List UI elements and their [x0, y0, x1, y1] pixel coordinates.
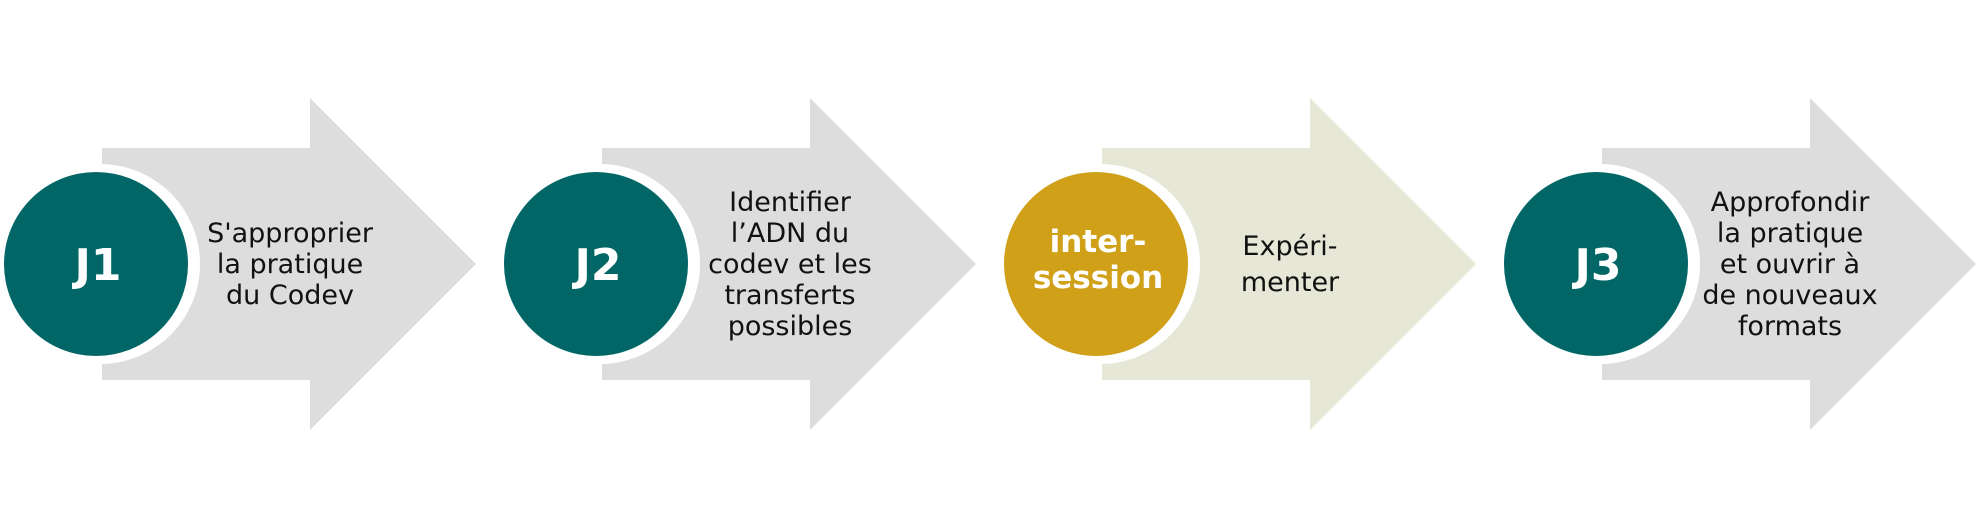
step-text-line: la pratique	[217, 249, 363, 280]
circle-label: J3	[1572, 240, 1622, 291]
circle-label-line: J3	[1572, 240, 1622, 291]
circle-label-line: J1	[72, 240, 122, 291]
step-text-line: transferts	[724, 280, 855, 311]
circle-label-line: J2	[572, 240, 622, 291]
circle-label-line: session	[1033, 260, 1163, 296]
circle-label: J2	[572, 240, 622, 291]
circle-label: J1	[72, 240, 122, 291]
step-circle	[4, 172, 188, 356]
step-arrow	[1102, 98, 1476, 430]
step-text-line: de nouveaux	[1702, 280, 1877, 311]
step-text-line: possibles	[728, 311, 853, 342]
step-text-line: codev et les	[708, 249, 872, 280]
step-text-line: formats	[1738, 311, 1842, 342]
step-3: inter-session Expéri-menter	[1000, 98, 1476, 430]
step-text-line: Identifier	[729, 187, 852, 218]
step-arrow	[102, 98, 476, 430]
step-text-line: du Codev	[226, 280, 354, 311]
step-circle	[504, 172, 688, 356]
step-text-line: menter	[1241, 267, 1340, 298]
step-text: Expéri-menter	[1241, 231, 1340, 298]
step-text-line: la pratique	[1717, 218, 1863, 249]
step-arrow	[1602, 98, 1976, 430]
step-arrow	[602, 98, 976, 430]
step-circle	[1504, 172, 1688, 356]
step-text-line: l’ADN du	[731, 218, 849, 249]
step-text-line: et ouvrir à	[1720, 249, 1860, 280]
step-text-line: Expéri-	[1242, 231, 1337, 262]
step-text-line: S'approprier	[207, 218, 374, 249]
step-circle	[1004, 172, 1188, 356]
circle-label: inter-session	[1033, 224, 1163, 296]
step-text-line: Approfondir	[1711, 187, 1871, 218]
circle-label-line: inter-	[1050, 224, 1147, 260]
